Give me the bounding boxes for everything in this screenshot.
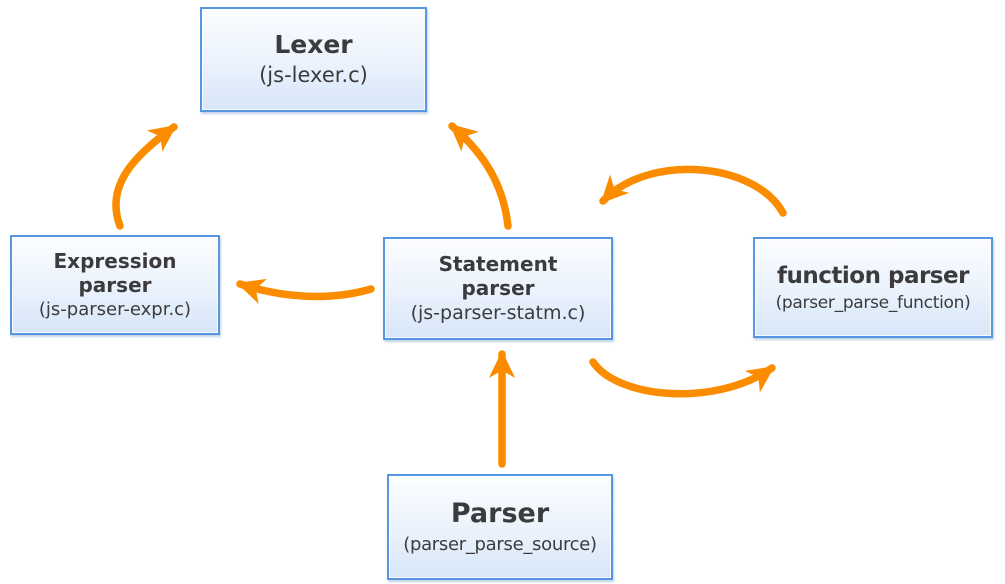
edge-statement-parser-to-function-parser xyxy=(589,358,776,398)
node-parser-title: Parser xyxy=(450,497,550,529)
node-parser: Parser (parser_parse_source) xyxy=(387,474,613,580)
edge-function-parser-to-statement-parser xyxy=(599,165,787,217)
node-parser-subtitle: (parser_parse_source) xyxy=(403,534,597,556)
node-function-parser-title: function parser xyxy=(777,262,969,289)
node-lexer: Lexer (js-lexer.c) xyxy=(200,7,427,112)
node-function-parser-subtitle: (parser_parse_function) xyxy=(775,292,971,313)
node-statement-parser: Statement parser (js-parser-statm.c) xyxy=(383,237,613,340)
node-lexer-title: Lexer xyxy=(274,29,353,59)
node-statement-parser-title: Statement parser xyxy=(438,251,558,300)
node-expression-parser-title: Expression parser xyxy=(53,248,177,298)
node-function-parser: function parser (parser_parse_function) xyxy=(753,237,993,338)
edge-expression-parser-to-lexer xyxy=(112,123,178,230)
edge-statement-parser-to-expression-parser xyxy=(236,278,375,304)
node-lexer-subtitle: (js-lexer.c) xyxy=(259,63,368,88)
node-expression-parser-subtitle: (js-parser-expr.c) xyxy=(38,299,192,321)
edge-statement-parser-to-lexer xyxy=(448,122,512,230)
node-statement-parser-subtitle: (js-parser-statm.c) xyxy=(410,302,586,325)
node-expression-parser: Expression parser (js-parser-expr.c) xyxy=(10,235,220,335)
